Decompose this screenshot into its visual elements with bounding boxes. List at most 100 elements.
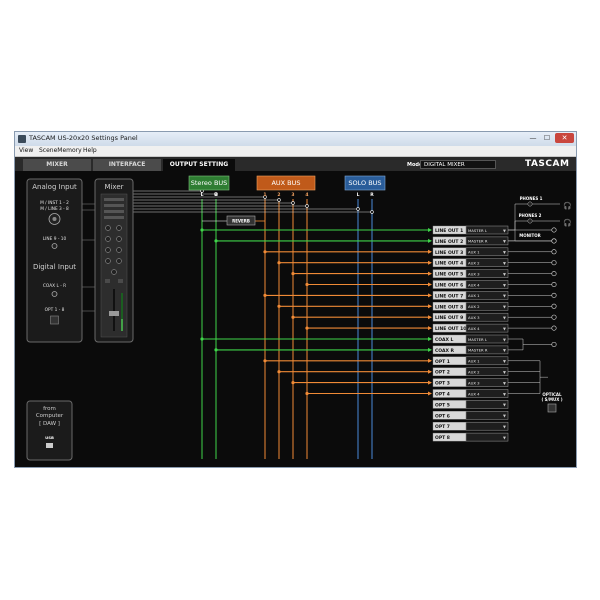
output-name-13: OPT 1 — [435, 359, 450, 365]
title-bar: TASCAM US-20x20 Settings Panel — ☐ ✕ — [15, 132, 576, 146]
dropdown-arrow-icon: ▼ — [503, 239, 506, 244]
menu-help[interactable]: Help — [83, 147, 97, 154]
usb-label: USB — [45, 435, 54, 440]
route-node-2 — [214, 239, 218, 243]
output-source-select-20[interactable] — [465, 432, 509, 442]
output-source-value-14: AUX 2 — [468, 370, 480, 375]
routing-canvas: Analog Input M / INST 1 - 2 M / LINE 3 -… — [15, 171, 576, 467]
route-node-10 — [305, 326, 309, 330]
route-arrow-15 — [428, 380, 432, 385]
route-node-9 — [291, 315, 295, 319]
fader-handle[interactable] — [109, 311, 119, 316]
reverb-block[interactable] — [226, 215, 256, 226]
send-knob-1[interactable] — [105, 247, 111, 253]
app-icon — [18, 135, 26, 143]
output-source-select-17[interactable] — [465, 400, 509, 409]
route-node-3 — [263, 250, 267, 254]
brand-logo: TASCAM — [525, 159, 570, 169]
mixer-feed-line-4 — [133, 202, 294, 205]
maximize-button[interactable]: ☐ — [543, 134, 551, 142]
aux-bus-header — [256, 175, 316, 191]
app-window: TASCAM US-20x20 Settings Panel — ☐ ✕ Vie… — [14, 131, 577, 468]
close-button[interactable]: ✕ — [555, 133, 574, 143]
phones1-label: PHONES 1 — [520, 196, 543, 201]
analog-input-title: Analog Input — [32, 183, 77, 191]
computer-panel — [26, 400, 73, 461]
eq-knob-1[interactable] — [105, 225, 111, 231]
tab-output-setting[interactable]: OUTPUT SETTING — [163, 159, 235, 171]
output-name-4: LINE OUT 4 — [435, 261, 463, 267]
coax-jack-icon — [551, 341, 557, 347]
output-source-value-9: AUX 3 — [468, 315, 480, 320]
route-arrow-1 — [428, 228, 432, 232]
dropdown-arrow-icon: ▼ — [503, 391, 506, 396]
dropdown-arrow-icon: ▼ — [503, 228, 506, 233]
mic-inst-label: M / INST 1 - 2 — [40, 200, 69, 206]
route-node-15 — [291, 381, 295, 385]
bus-node-6 — [356, 207, 360, 211]
tab-mixer[interactable]: MIXER — [23, 159, 91, 171]
tab-bar: MIXER INTERFACE OUTPUT SETTING Mode DIGI… — [15, 157, 576, 171]
route-arrow-6 — [428, 282, 432, 287]
phones1-knob[interactable] — [527, 201, 533, 207]
dropdown-arrow-icon: ▼ — [503, 370, 506, 375]
output-name-1: LINE OUT 1 — [435, 228, 463, 234]
output-jack-icon — [551, 303, 557, 309]
mixer-feed-line-5 — [133, 205, 308, 208]
dropdown-arrow-icon: ▼ — [503, 282, 506, 287]
computer-from: from — [43, 406, 56, 412]
route-node-16 — [305, 391, 309, 396]
eq-knob-3[interactable] — [105, 236, 111, 242]
route-arrow-9 — [428, 315, 432, 320]
output-source-value-12: MASTER R — [468, 348, 488, 353]
output-jack-icon — [551, 325, 557, 331]
level-meter — [121, 293, 123, 331]
line-jack-icon — [51, 243, 58, 249]
output-source-select-19[interactable] — [465, 421, 509, 431]
output-jack-icon — [551, 271, 557, 277]
menu-scene-memory[interactable]: SceneMemory — [39, 147, 82, 154]
aux-bus-title: AUX BUS — [271, 179, 300, 187]
eq-knob-2[interactable] — [116, 225, 122, 231]
menu-view[interactable]: View — [19, 147, 34, 154]
bus-node-3 — [277, 198, 281, 202]
mixer-feed-line-6 — [133, 208, 359, 211]
output-source-value-13: AUX 1 — [468, 359, 480, 364]
route-arrow-10 — [428, 326, 432, 331]
dropdown-arrow-icon: ▼ — [503, 250, 506, 255]
tab-interface[interactable]: INTERFACE — [93, 159, 161, 171]
output-source-value-3: AUX 1 — [468, 250, 480, 255]
send-knob-4[interactable] — [116, 258, 122, 264]
optical-label-line1: OPTICAL — [542, 392, 562, 397]
output-jack-icon — [551, 282, 557, 288]
output-source-value-16: AUX 4 — [468, 391, 480, 396]
output-source-value-4: AUX 2 — [468, 261, 480, 266]
optical-out-port-icon — [547, 403, 557, 413]
computer-daw: [ DAW ] — [39, 421, 60, 427]
solo-button[interactable] — [118, 279, 123, 283]
phones2-knob[interactable] — [527, 218, 533, 224]
route-node-8 — [277, 304, 281, 308]
dropdown-arrow-icon: ▼ — [503, 271, 506, 276]
stereo-bus-header — [188, 175, 230, 191]
route-node-13 — [263, 359, 267, 363]
digital-input-title: Digital Input — [33, 263, 76, 271]
output-jack-icon — [551, 227, 557, 233]
output-name-9: LINE OUT 9 — [435, 315, 463, 321]
route-arrow-11 — [428, 337, 432, 341]
route-arrow-5 — [428, 271, 432, 276]
send-knob-3[interactable] — [105, 258, 111, 264]
eq-knob-4[interactable] — [116, 236, 122, 242]
output-name-15: OPT 3 — [435, 381, 450, 387]
minimize-button[interactable]: — — [529, 134, 537, 142]
coax-input-label: COAX L - R — [43, 283, 66, 289]
mode-select[interactable]: DIGITAL MIXER — [420, 160, 496, 169]
mode-label: Mode — [407, 162, 423, 168]
mute-button[interactable] — [105, 279, 110, 283]
output-source-select-18[interactable] — [465, 411, 509, 420]
output-source-value-7: AUX 1 — [468, 293, 480, 298]
send-knob-2[interactable] — [116, 247, 122, 253]
pan-knob[interactable] — [111, 269, 117, 275]
output-source-value-8: AUX 2 — [468, 304, 480, 309]
dropdown-arrow-icon: ▼ — [503, 402, 506, 407]
